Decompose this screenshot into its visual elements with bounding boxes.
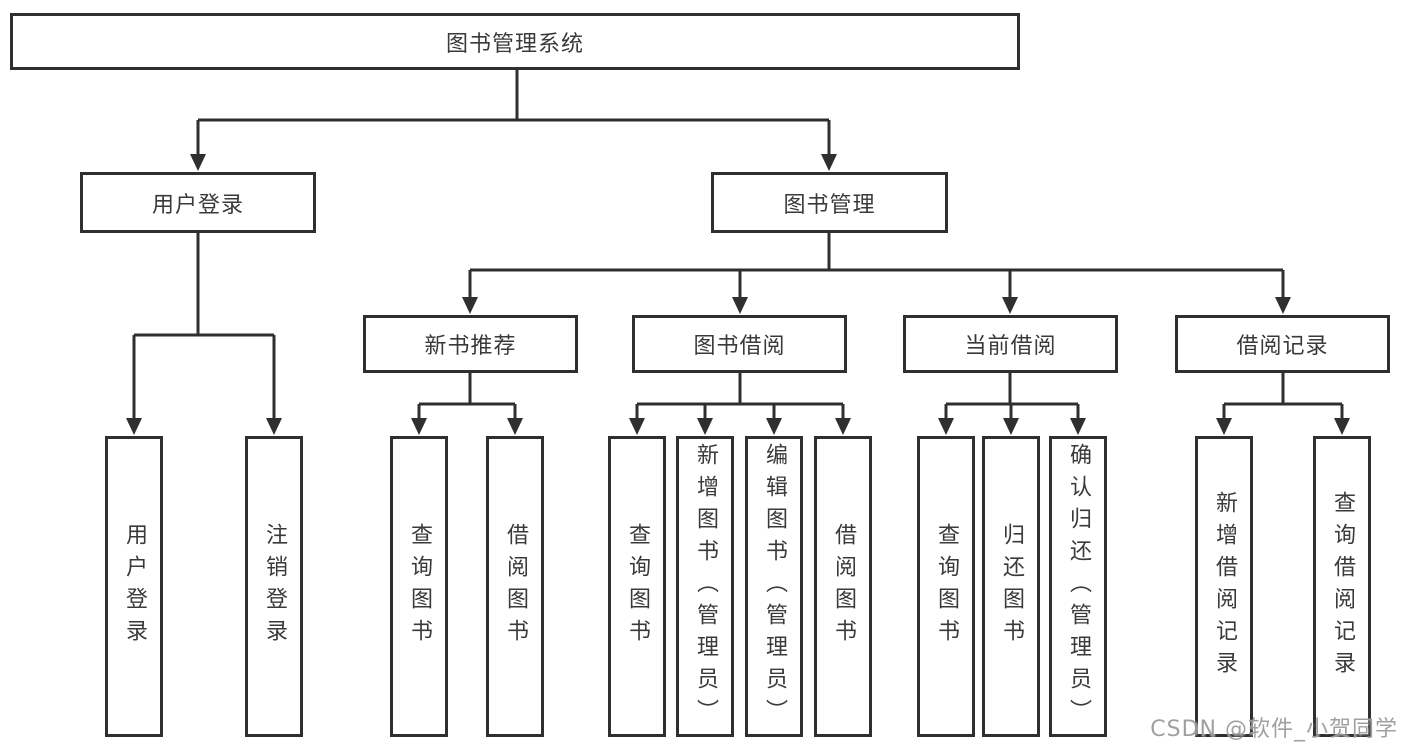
- leaf-query-books-recommend-label: 查询图书: [407, 522, 432, 651]
- leaf-return-books-label: 归还图书: [999, 522, 1024, 651]
- leaf-add-books-admin-label: 新增图书（管理员）: [693, 442, 718, 731]
- node-book-management: 图书管理: [711, 172, 948, 233]
- node-current-borrowing: 当前借阅: [903, 315, 1118, 373]
- leaf-confirm-return-admin-label: 确认归还（管理员）: [1066, 442, 1091, 731]
- leaf-borrow-books-borrowing: 借阅图书: [814, 436, 872, 737]
- csdn-watermark: CSDN @软件_小贺同学: [1150, 717, 1398, 742]
- node-new-book-recommendation: 新书推荐: [363, 315, 578, 373]
- leaf-add-borrow-record: 新增借阅记录: [1195, 436, 1253, 737]
- leaf-query-books-borrowing: 查询图书: [608, 436, 666, 737]
- leaf-user-login: 用户登录: [105, 436, 163, 737]
- leaf-edit-books-admin-label: 编辑图书（管理员）: [762, 442, 787, 731]
- leaf-query-books-current: 查询图书: [917, 436, 975, 737]
- leaf-borrow-books-recommend: 借阅图书: [486, 436, 544, 737]
- leaf-query-books-borrowing-label: 查询图书: [625, 522, 650, 651]
- leaf-logout-label: 注销登录: [262, 522, 287, 651]
- leaf-logout: 注销登录: [245, 436, 303, 737]
- leaf-query-books-recommend: 查询图书: [390, 436, 448, 737]
- leaf-borrow-books-borrowing-label: 借阅图书: [831, 522, 856, 651]
- leaf-add-books-admin: 新增图书（管理员）: [676, 436, 734, 737]
- leaf-query-borrow-record: 查询借阅记录: [1313, 436, 1371, 737]
- node-borrowing-records: 借阅记录: [1175, 315, 1390, 373]
- leaf-query-books-current-label: 查询图书: [934, 522, 959, 651]
- leaf-query-borrow-record-label: 查询借阅记录: [1330, 490, 1355, 683]
- leaf-add-borrow-record-label: 新增借阅记录: [1212, 490, 1237, 683]
- leaf-user-login-label: 用户登录: [122, 522, 147, 651]
- node-library-management-system: 图书管理系统: [10, 13, 1020, 70]
- node-user-login: 用户登录: [80, 172, 316, 233]
- leaf-return-books: 归还图书: [982, 436, 1040, 737]
- leaf-confirm-return-admin: 确认归还（管理员）: [1049, 436, 1107, 737]
- leaf-borrow-books-recommend-label: 借阅图书: [503, 522, 528, 651]
- leaf-edit-books-admin: 编辑图书（管理员）: [745, 436, 803, 737]
- node-book-borrowing: 图书借阅: [632, 315, 847, 373]
